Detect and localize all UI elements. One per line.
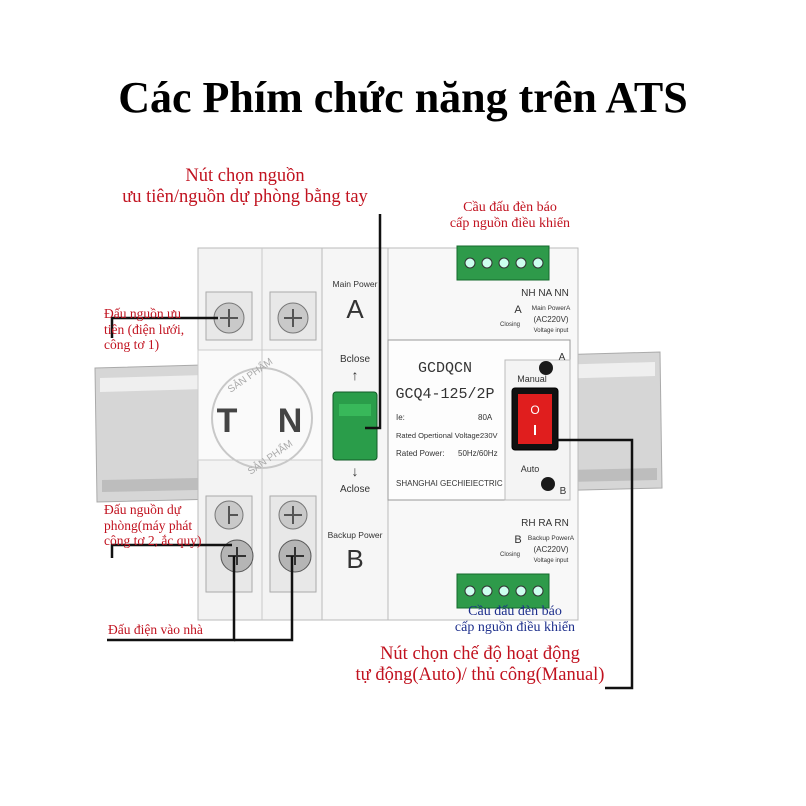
mode-line-2: tự động(Auto)/ thủ công(Manual) [355,665,605,686]
priority-line-2: ưu tiên/nguồn dự phòng bằng tay [122,187,368,208]
up-arrow-icon: ↑ [352,367,359,383]
bclose-label: Bclose [340,354,370,365]
top-term-codes: NH NA NN [521,288,569,299]
priority-line-1: Nút chọn nguồn [185,166,305,186]
bottom-control-terminal [456,573,550,609]
lamp-a [539,361,553,375]
voltage-value: 230V [480,431,498,440]
top-vin: Voltage input [534,328,569,334]
brand-label: GCDQCN [418,360,472,377]
page-title: Các Phím chức năng trên ATS [118,73,688,122]
model-label: GCQ4-125/2P [395,386,494,403]
bot-b: B [514,534,521,546]
mode-panel: Manual A O Auto B [504,352,571,501]
main-source-label: Đấu nguồn ưu tiên (điện lưới, công tơ 1) [104,306,204,353]
ctt-line-1: Cầu đấu đèn báo [463,200,557,215]
lamp-b [541,477,555,491]
ie-value: 80A [478,413,493,422]
bsl-line-2: phòng(máy phát [104,517,193,533]
main-source-screws [205,291,317,341]
bot-vin: Voltage input [534,558,569,564]
maker-label: SHANGHAI GECHIEIECTRIC CO.,LED [396,479,537,488]
main-letter: A [346,294,364,324]
bot-backuppowerA: Backup PowerA [528,535,575,542]
lamp-b-label: B [560,486,567,497]
power-value: 50Hz/60Hz [458,449,498,458]
mode-line-1: Nút chọn chế độ hoạt động [380,644,580,664]
mode-rocker-switch[interactable]: O [511,387,559,451]
bot-ac: (AC220V) [533,545,568,554]
manual-label: Manual [517,374,547,384]
power-label: Rated Power: [396,449,444,458]
switch-module: Main Power A Bclose ↑ ↓ Aclose Backup Po… [321,247,389,621]
breaker-body: T N SẢN PHẨM SẢN PHẨM [197,247,327,621]
msl-line-2: tiên (điện lưới, [104,321,185,337]
priority-button-label: Nút chọn nguồn ưu tiên/nguồn dự phòng bằ… [100,166,390,209]
bsl-line-1: Đấu nguồn dự [104,502,182,517]
ie-label: Ie: [396,413,405,422]
top-ac: (AC220V) [533,315,568,324]
top-mainpowerA: Main PowerA [532,305,571,312]
mode-button-label: Nút chọn chế độ hoạt động tự động(Auto)/… [330,644,630,687]
ctb-line-1: Cầu đấu đèn báo [468,604,562,619]
lamp-a-label: A [559,352,566,363]
house-output-label: Đấu điện vào nhà [108,622,203,637]
voltage-label: Rated Opertional Voltage: [396,431,482,440]
backup-letter: B [346,544,363,574]
pole-n-label: N [278,402,303,440]
auto-label: Auto [521,464,540,474]
leader-lines [107,214,634,690]
bsl-line-3: công tơ 2, ắc quy) [104,533,202,549]
top-a: A [514,304,522,316]
msl-line-3: công tơ 1) [104,337,160,353]
msl-line-1: Đấu nguồn ưu [104,306,182,321]
main-power-label: Main Power [333,279,378,289]
ctb-line-2: cấp nguồn điều khiển [454,620,576,636]
down-arrow-icon: ↓ [352,463,359,479]
svg-text:O: O [530,403,539,417]
watermark-circle [211,367,313,469]
aclose-label: Aclose [340,484,370,495]
manual-handle[interactable] [332,391,378,461]
control-terminal-top-label: Cầu đấu đèn báo cấp nguồn điều khiển [430,200,590,232]
top-closing: Closing [500,322,520,328]
pole-t-label: T [217,402,238,440]
backup-source-label: Đấu nguồn dự phòng(máy phát công tơ 2, ắ… [104,502,224,549]
bot-term-codes: RH RA RN [521,518,569,529]
control-terminal-bottom-label: Cầu đấu đèn báo cấp nguồn điều khiển [430,604,600,636]
bot-closing: Closing [500,552,520,558]
top-control-terminal [456,245,550,281]
ctt-line-2: cấp nguồn điều khiển [449,216,571,232]
backup-power-label: Backup Power [328,530,383,540]
